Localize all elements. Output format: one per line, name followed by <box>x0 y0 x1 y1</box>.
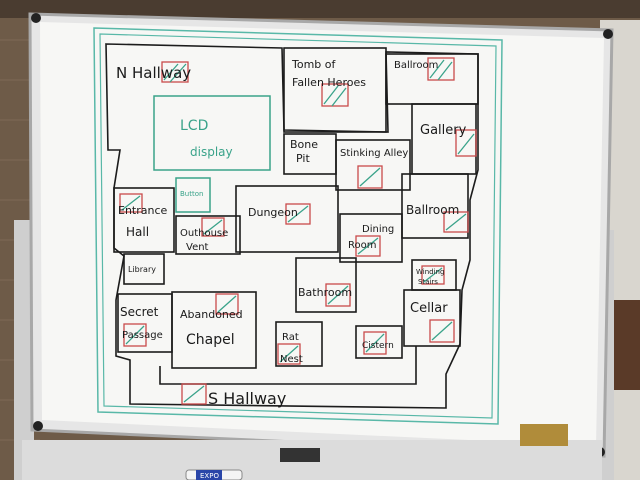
hatch-mark <box>429 319 455 343</box>
label-dining-2: Room <box>348 240 376 251</box>
label-lcd-display: display <box>190 145 233 159</box>
label-winding-2: Stairs <box>418 278 438 286</box>
hatch-mark <box>277 343 301 365</box>
label-dining-1: Dining <box>362 224 394 235</box>
hatch-mark <box>161 61 189 83</box>
label-outhouse-1: Outhouse <box>180 228 228 239</box>
label-button: Button <box>180 190 203 198</box>
label-ballroom-right: Ballroom <box>406 203 459 217</box>
lcd-display-box <box>153 95 271 171</box>
label-ballroom-top: Ballroom <box>394 60 438 71</box>
label-lcd: LCD <box>180 118 208 134</box>
whiteboard-surface <box>40 22 604 446</box>
hatch-mark <box>201 217 225 237</box>
label-abandoned-1: Abandoned <box>180 308 243 321</box>
brass-plate <box>520 424 568 446</box>
label-cellar: Cellar <box>410 301 448 316</box>
frame-corner <box>603 29 613 39</box>
teal-border-inner <box>99 33 497 419</box>
hatch-marks <box>119 57 477 405</box>
label-bathroom: Bathroom <box>298 286 352 299</box>
button-box <box>175 177 211 213</box>
label-rat-1: Rat <box>282 332 299 343</box>
ceiling-shadow <box>0 0 640 18</box>
label-secret-1: Secret <box>120 305 159 319</box>
marker-brand: EXPO <box>200 472 219 480</box>
label-n-hallway: N Hallway <box>116 64 191 82</box>
hatch-mark <box>119 193 143 213</box>
hatch-mark <box>215 293 239 315</box>
room-labels: N Hallway Tomb of Fallen Heroes Ballroom… <box>116 58 467 408</box>
stand-left-leg <box>14 220 34 480</box>
label-tomb-2: Fallen Heroes <box>292 76 366 89</box>
hatch-mark <box>123 323 147 347</box>
label-entrance-1: Entrance <box>118 204 168 217</box>
hatch-mark <box>427 57 455 81</box>
label-bone-1: Bone <box>290 138 318 151</box>
label-stinking-alley: Stinking Alley <box>340 148 408 159</box>
hatch-mark <box>357 165 383 189</box>
frame-corner <box>33 421 43 431</box>
expo-marker: EXPO <box>185 469 243 480</box>
tray-clip <box>280 448 320 462</box>
label-gallery: Gallery <box>420 123 467 138</box>
label-winding-1: Winding <box>416 268 444 276</box>
label-abandoned-2: Chapel <box>186 332 235 348</box>
label-entrance-2: Hall <box>126 225 149 239</box>
label-rat-2: Nest <box>280 354 303 365</box>
label-secret-2: Passage <box>122 330 163 341</box>
label-outhouse-2: Vent <box>186 242 209 253</box>
frame-corner <box>31 13 41 23</box>
label-dungeon: Dungeon <box>248 206 298 219</box>
hatch-mark <box>325 283 351 307</box>
hatch-mark <box>455 129 477 157</box>
hatch-mark <box>421 265 445 285</box>
label-tomb-1: Tomb of <box>291 58 337 71</box>
hatch-mark <box>363 331 387 355</box>
label-bone-2: Pit <box>296 152 310 165</box>
hatch-mark <box>181 383 207 405</box>
label-cistern: Cistern <box>362 341 394 351</box>
teal-border-outer <box>93 27 503 425</box>
label-s-hallway: S Hallway <box>208 389 286 408</box>
map-walls <box>105 43 479 409</box>
hatch-mark <box>443 211 469 233</box>
hatch-mark <box>355 235 381 257</box>
label-library: Library <box>128 265 156 274</box>
hatch-mark <box>321 83 349 107</box>
hatch-mark <box>285 203 311 225</box>
